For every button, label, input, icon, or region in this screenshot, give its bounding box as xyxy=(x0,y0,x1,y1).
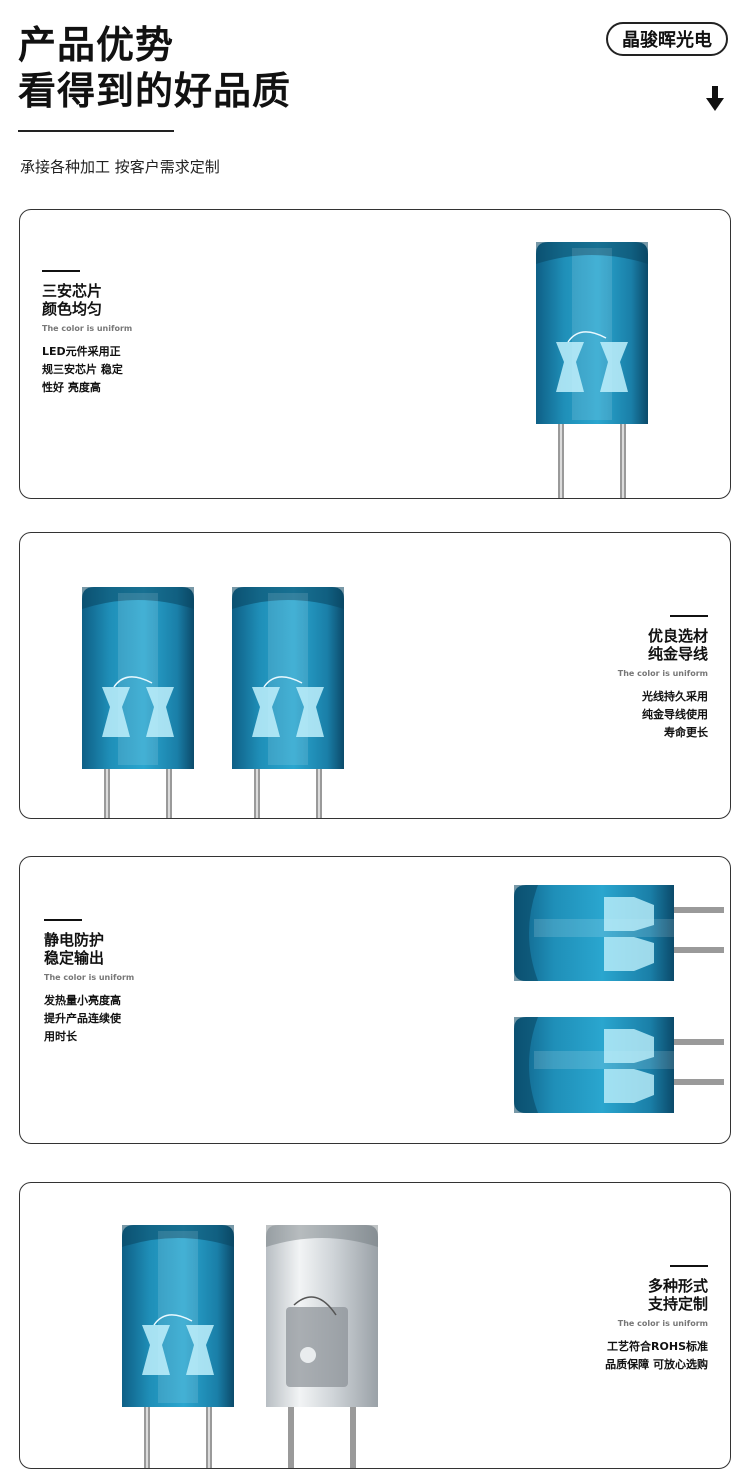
brand-badge: 晶骏晖光电 xyxy=(606,22,728,56)
feature-heading: 支持定制 xyxy=(647,1295,708,1313)
feature-body-line: LED元件采用正 xyxy=(42,345,121,358)
title-divider xyxy=(18,130,174,132)
feature-card-wire: 优良选材 纯金导线 The color is uniform 光线持久采用 纯金… xyxy=(19,532,731,819)
feature-english: The color is uniform xyxy=(42,324,133,333)
led-blue-image xyxy=(121,1224,235,1468)
led-blue-horizontal-image xyxy=(514,1017,724,1113)
feature-body-line: 寿命更长 xyxy=(664,726,708,739)
down-arrow-icon xyxy=(706,86,724,111)
feature-rule xyxy=(670,1265,708,1267)
led-blue-image xyxy=(81,586,195,818)
feature-text-wire: 优良选材 纯金导线 The color is uniform 光线持久采用 纯金… xyxy=(618,615,708,742)
feature-card-chip: 三安芯片 颜色均匀 The color is uniform LED元件采用正 … xyxy=(19,209,731,499)
feature-english: The color is uniform xyxy=(617,669,708,678)
feature-body-line: 规三安芯片 稳定 xyxy=(42,363,123,376)
page-subtitle: 承接各种加工 按客户需求定制 xyxy=(20,158,220,176)
feature-heading: 颜色均匀 xyxy=(42,300,103,318)
led-clear-image xyxy=(265,1224,379,1468)
led-blue-image xyxy=(535,241,649,498)
feature-heading: 多种形式 xyxy=(647,1277,708,1295)
feature-card-esd: 静电防护 稳定输出 The color is uniform 发热量小亮度高 提… xyxy=(19,856,731,1144)
feature-body-line: 纯金导线使用 xyxy=(642,708,708,721)
feature-card-custom: 多种形式 支持定制 The color is uniform 工艺符合ROHS标… xyxy=(19,1182,731,1469)
feature-english: The color is uniform xyxy=(44,973,135,982)
feature-body-line: 光线持久采用 xyxy=(642,690,708,703)
feature-english: The color is uniform xyxy=(617,1319,708,1328)
feature-body-line: 工艺符合ROHS标准 xyxy=(607,1340,708,1353)
feature-text-chip: 三安芯片 颜色均匀 The color is uniform LED元件采用正 … xyxy=(42,270,132,397)
feature-body-line: 性好 亮度高 xyxy=(42,381,101,394)
feature-rule xyxy=(42,270,80,272)
feature-rule xyxy=(44,919,82,921)
feature-heading: 静电防护 xyxy=(44,931,105,949)
page-title-line1: 产品优势 xyxy=(18,23,175,67)
page-title-line2: 看得到的好品质 xyxy=(18,69,292,113)
feature-rule xyxy=(670,615,708,617)
feature-heading: 纯金导线 xyxy=(647,645,708,663)
feature-body-line: 品质保障 可放心选购 xyxy=(605,1358,708,1371)
led-blue-horizontal-image xyxy=(514,885,724,981)
feature-body-line: 用时长 xyxy=(44,1030,77,1043)
feature-heading: 三安芯片 xyxy=(42,282,103,300)
feature-body-line: 发热量小亮度高 xyxy=(44,994,121,1007)
led-blue-image xyxy=(231,586,345,818)
feature-heading: 稳定输出 xyxy=(44,949,105,967)
feature-body-line: 提升产品连续使 xyxy=(44,1012,121,1025)
feature-text-esd: 静电防护 稳定输出 The color is uniform 发热量小亮度高 提… xyxy=(44,919,134,1046)
feature-text-custom: 多种形式 支持定制 The color is uniform 工艺符合ROHS标… xyxy=(605,1265,708,1374)
feature-heading: 优良选材 xyxy=(647,627,708,645)
